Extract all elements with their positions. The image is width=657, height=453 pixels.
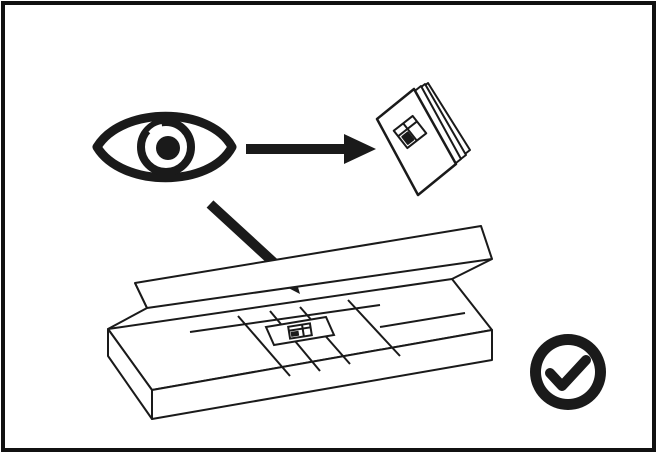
manual-booklet-icon [375, 82, 471, 197]
eye-icon [92, 111, 237, 183]
arrow-to-manual [246, 134, 376, 164]
check-circle-icon [530, 334, 606, 410]
product-label-icon [264, 315, 336, 347]
